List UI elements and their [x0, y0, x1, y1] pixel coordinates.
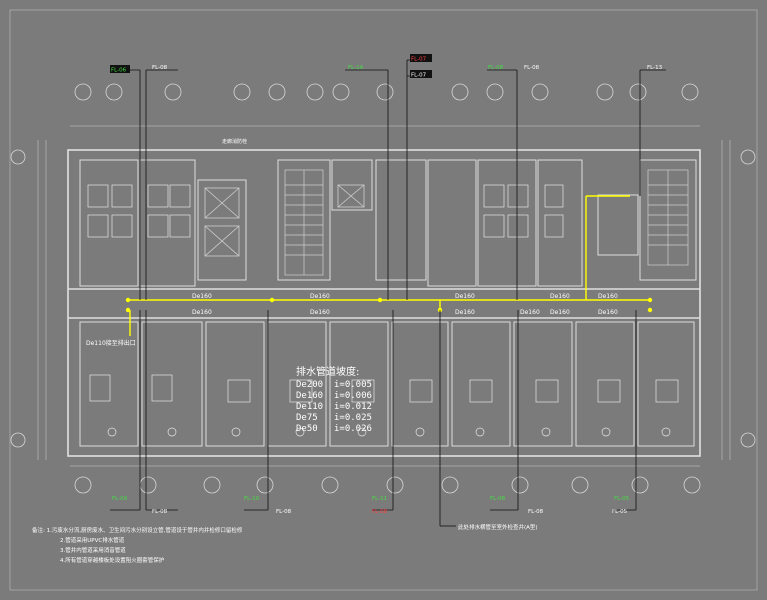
svg-text:FL-08: FL-08: [488, 65, 504, 71]
note-line: 2.管道采用UPVC排水管道: [60, 538, 125, 544]
note-line: 备注: 1.污废水分流,厨房废水、卫生间污水分别设立管,管道设于管井内并检修口留…: [32, 528, 243, 534]
stairs: [284, 169, 689, 276]
top-pipe-label-4: FL-08 FL-08: [488, 65, 540, 71]
slope-title: 排水管道坡度:: [296, 367, 360, 378]
svg-text:De160: De160: [455, 293, 475, 300]
svg-text:De160: De160: [598, 293, 618, 300]
note-line: 4.所有管道穿越楼板处设置阻火圈套管保护: [60, 558, 165, 564]
grid-bubbles-bottom: [74, 476, 701, 494]
svg-text:FL-11: FL-11: [372, 496, 387, 502]
svg-text:FL-05: FL-05: [612, 509, 628, 515]
svg-text:De160: De160: [550, 309, 570, 316]
pipe-size-labels-lower: De160 De160 De160 De160 De160 De160: [192, 309, 618, 316]
svg-text:De160: De160: [520, 309, 540, 316]
svg-text:De160: De160: [598, 309, 618, 316]
svg-text:De160: De160: [192, 293, 212, 300]
top-rooms: [79, 159, 697, 287]
drain-pipe-main: [128, 195, 650, 336]
svg-text:FL-07: FL-07: [411, 57, 427, 63]
bottom-pipe-label-5: FL-08 FL-08: [490, 496, 544, 515]
grid-bubbles-side: [10, 149, 756, 448]
top-pipe-label-6: FL-13: [647, 65, 663, 71]
drawing-frame: [9, 9, 758, 591]
svg-text:FL-07: FL-07: [411, 73, 427, 79]
svg-text:FL-09: FL-09: [112, 496, 128, 502]
top-pipe-label-2: FL-1A: [348, 65, 364, 71]
bottom-pipe-label-3: FL-11 FL-08: [372, 496, 388, 515]
svg-text:FL-08: FL-08: [372, 509, 388, 515]
pipe-nodes: [125, 297, 653, 313]
svg-text:FL-08: FL-08: [490, 496, 506, 502]
bottom-furniture: [89, 374, 679, 437]
top-pipe-label-1: FL-06 FL-08: [110, 65, 168, 74]
svg-text:FL-08: FL-08: [152, 509, 168, 515]
svg-text:FL-06: FL-06: [111, 68, 127, 74]
svg-text:De160: De160: [310, 293, 330, 300]
svg-text:FL-05: FL-05: [614, 496, 630, 502]
svg-text:FL-08: FL-08: [276, 509, 292, 515]
callout-note: 此处排水横管至室外检查井(A型): [458, 523, 538, 531]
svg-text:De160: De160: [192, 309, 212, 316]
pipe-size-labels-main: De160 De160 De160 De160 De160: [192, 293, 618, 300]
top-beds: [87, 184, 564, 238]
bottom-pipe-label-2: FL-10 FL-08: [244, 496, 292, 515]
svg-text:FL-10: FL-10: [244, 496, 260, 502]
branch-note: De110接至排出口: [86, 339, 136, 347]
building-walls: [67, 149, 701, 457]
svg-text:De160: De160: [455, 309, 475, 316]
bottom-rooms: [79, 321, 695, 447]
svg-text:De160: De160: [550, 293, 570, 300]
svg-text:FL-08: FL-08: [528, 509, 544, 515]
dimension-lines: [37, 125, 731, 467]
grid-bubbles-top: [74, 83, 699, 101]
note-line: 3.管井内管道采用消音管道: [60, 548, 126, 554]
drawing-notes: 备注: 1.污废水分流,厨房废水、卫生间污水分别设立管,管道设于管井内并检修口留…: [32, 526, 452, 566]
pipe-leaders: [139, 60, 641, 527]
svg-text:FL-08: FL-08: [524, 65, 540, 71]
top-pipe-label-3: FL-07 FL-07: [410, 54, 432, 79]
bottom-pipe-label-6: FL-05 FL-05: [612, 496, 630, 515]
svg-text:FL-1A: FL-1A: [348, 65, 364, 71]
svg-text:FL-13: FL-13: [647, 65, 663, 71]
top-room-label: 走廊消防栓: [222, 138, 247, 145]
elevators: [204, 184, 365, 257]
bottom-pipe-label-1: FL-09 FL-08: [112, 496, 168, 515]
svg-text:De160: De160: [310, 309, 330, 316]
svg-text:FL-08: FL-08: [152, 65, 168, 71]
